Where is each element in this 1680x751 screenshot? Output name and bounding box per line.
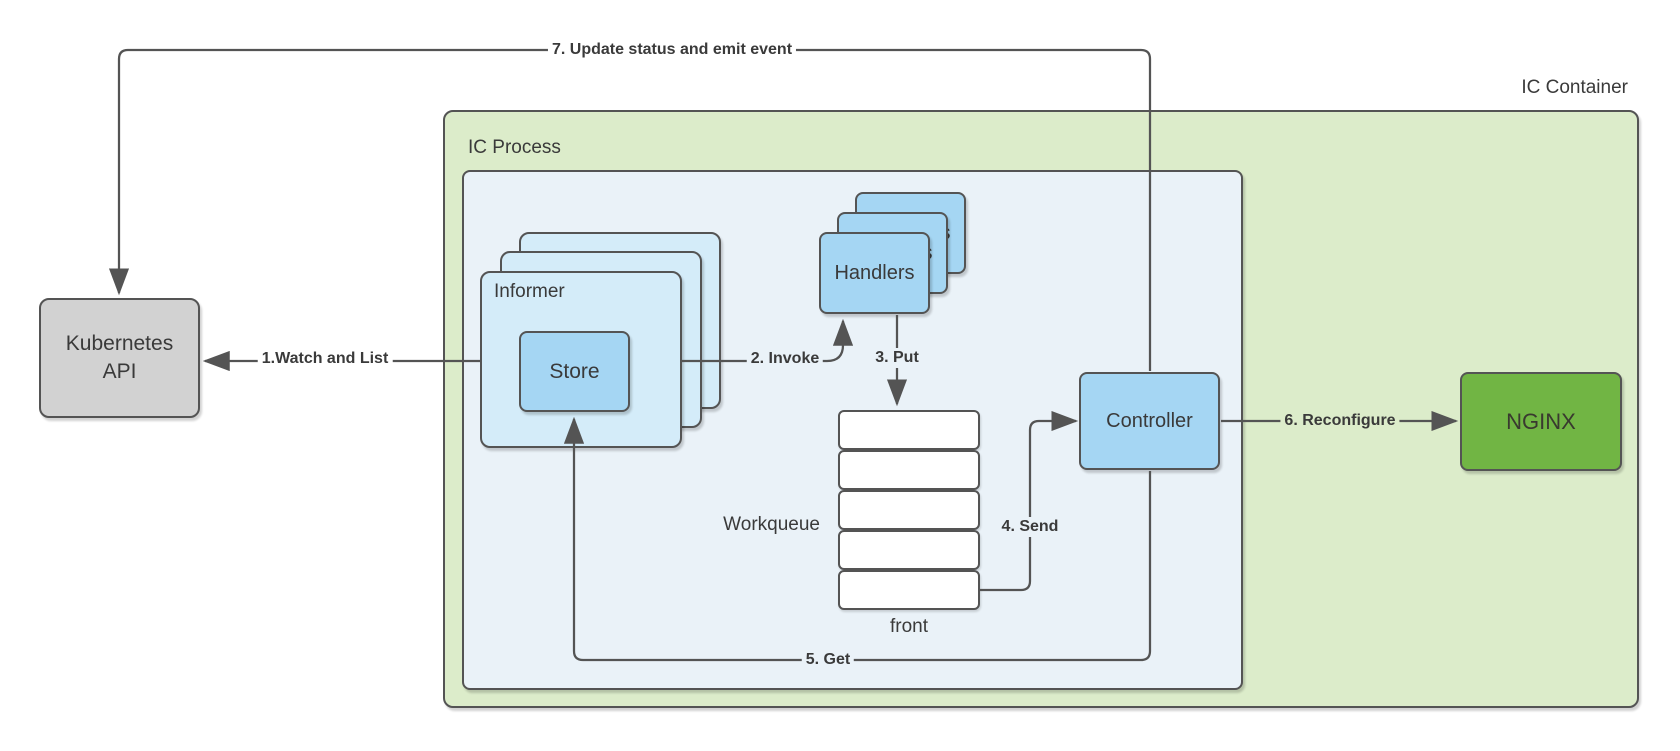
controller-node: Controller: [1079, 372, 1220, 470]
kubernetes-api-node: Kubernetes API: [39, 298, 200, 418]
edge-label-get: 5. Get: [801, 650, 855, 670]
edge-label-send: 4. Send: [997, 517, 1063, 537]
workqueue-cell: [838, 530, 980, 570]
nginx-label: NGINX: [1506, 408, 1576, 434]
store-label: Store: [549, 359, 600, 383]
ic-container-label: IC Container: [1521, 77, 1628, 98]
store-node: Store: [519, 331, 630, 412]
workqueue-cell: [838, 490, 980, 530]
workqueue-label: Workqueue: [723, 514, 820, 535]
kubernetes-api-label: Kubernetes API: [65, 332, 174, 383]
nginx-node: NGINX: [1460, 372, 1622, 471]
edge-label-put: 3. Put: [871, 348, 923, 368]
edge-label-watch-and-list: 1.Watch and List: [257, 349, 393, 369]
workqueue-front-label: front: [889, 616, 929, 637]
handlers-box-front: Handlers: [819, 232, 930, 314]
handlers-label-front: Handlers: [834, 261, 915, 284]
edge-label-invoke: 2. Invoke: [746, 349, 824, 369]
workqueue-cell: [838, 570, 980, 610]
ic-process-label: IC Process: [468, 137, 561, 158]
workqueue-cell: [838, 450, 980, 490]
edge-label-update-status: 7. Update status and emit event: [547, 40, 797, 60]
edge-label-reconfigure: 6. Reconfigure: [1280, 411, 1400, 431]
workqueue-cell: [838, 410, 980, 450]
controller-label: Controller: [1106, 409, 1193, 432]
informer-label: Informer: [494, 281, 565, 302]
